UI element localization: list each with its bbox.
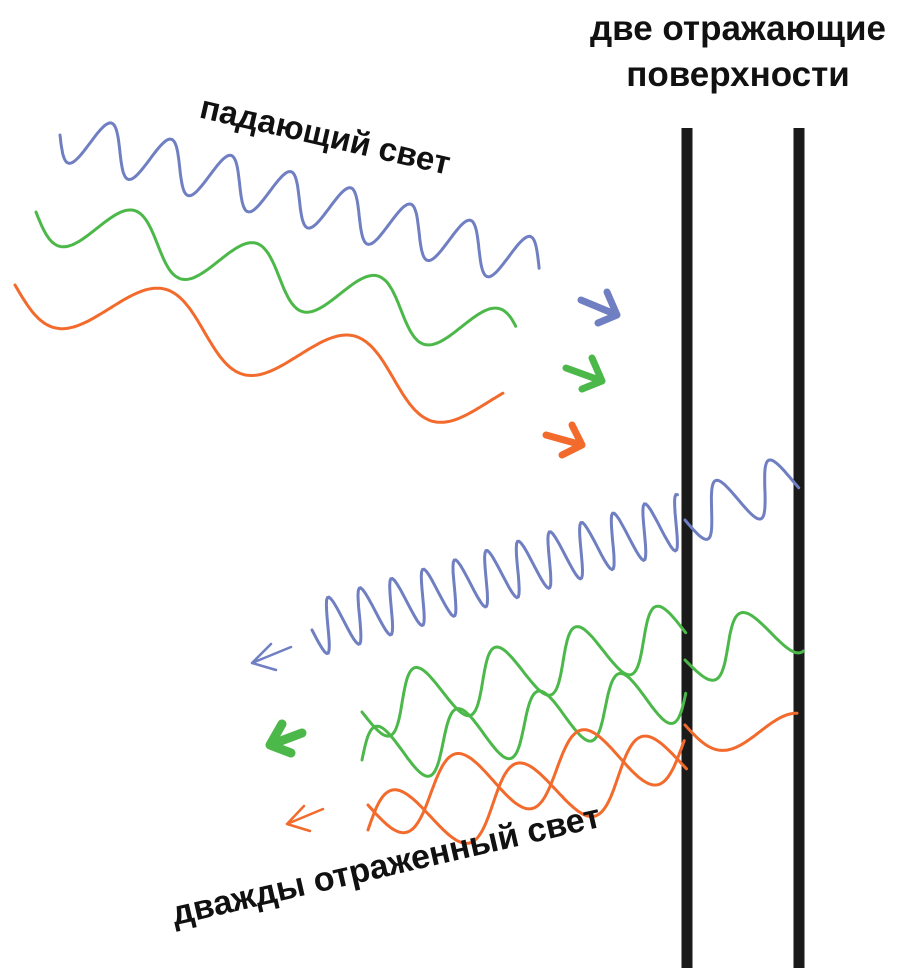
- waves-group: [13, 121, 805, 845]
- surfaces-label-line1: две отражающие: [589, 9, 887, 48]
- reflected-arrow-blue: [250, 642, 293, 672]
- reflected-wave-orange-far: [683, 711, 799, 752]
- reflected-wave-blue-wide: [683, 458, 801, 541]
- surfaces-label-line2: поверхности: [626, 55, 850, 94]
- reflected-wave-green-2: [360, 671, 688, 778]
- reflected-arrow-green: [265, 719, 307, 758]
- incident-wave-orange: [13, 283, 505, 424]
- incident-wave-blue: [58, 121, 541, 279]
- reflected-wave-blue-tight: [310, 493, 679, 656]
- incident-arrow-green: [562, 354, 606, 393]
- reflected-wave-green-1: [360, 604, 688, 738]
- incident-arrow-orange: [542, 421, 586, 459]
- reflected-arrow-orange: [285, 804, 325, 833]
- reflected-wave-green-far: [683, 611, 805, 682]
- reflected-wave-orange-2: [366, 734, 688, 845]
- incident-arrow-blue: [577, 288, 621, 327]
- incident-wave-green: [34, 208, 518, 347]
- surfaces-label: две отражающие поверхности: [568, 6, 908, 98]
